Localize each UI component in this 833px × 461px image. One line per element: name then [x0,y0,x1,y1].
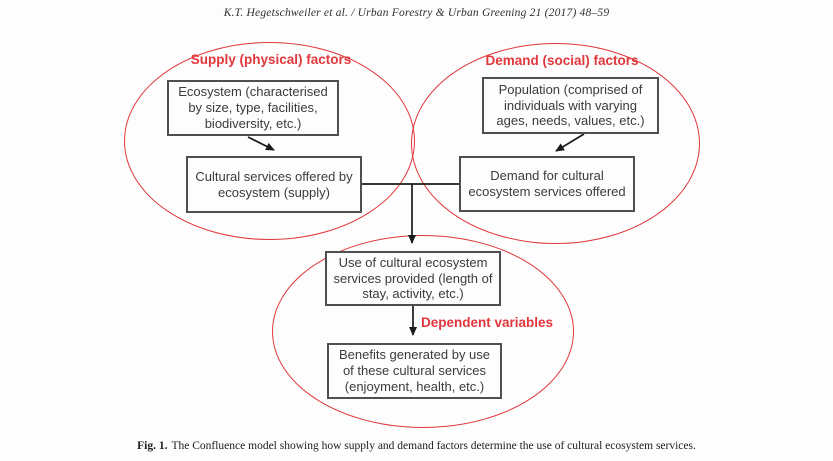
dependent-variables-label: Dependent variables [421,315,554,330]
demand-services-box: Demand for cultural ecosystem services o… [459,156,635,212]
cultural-services-box: Cultural services offered by ecosystem (… [186,156,362,213]
population-box: Population (comprised of individuals wit… [482,77,659,134]
supply-factors-label: Supply (physical) factors [190,52,352,67]
benefits-box: Benefits generated by use of these cultu… [327,343,502,399]
demand-factors-label: Demand (social) factors [485,53,639,68]
ecosystem-box: Ecosystem (characterised by size, type, … [167,80,339,136]
use-services-box: Use of cultural ecosystem services provi… [325,251,501,306]
demand-factors-ellipse [411,43,700,244]
dependent-variables-ellipse [272,235,574,428]
figure-caption-label: Fig. 1. [137,440,168,452]
figure-caption: Fig. 1.The Confluence model showing how … [0,440,833,452]
journal-running-head: K.T. Hegetschweiler et al. / Urban Fores… [223,7,610,19]
figure-caption-text: The Confluence model showing how supply … [171,440,696,452]
